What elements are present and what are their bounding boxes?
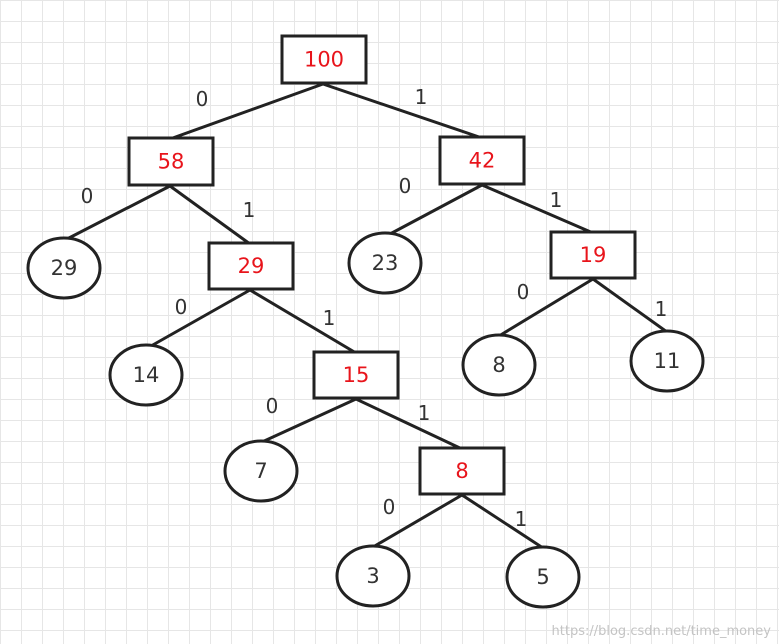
internal-node-box	[207, 241, 295, 291]
leaf-node-ellipse	[335, 544, 411, 608]
leaf-node-value: 8	[492, 353, 505, 377]
edge-label-n58-l29: 0	[81, 184, 94, 208]
leaf-node-value: 5	[536, 565, 549, 589]
edge-n58-l29	[65, 184, 172, 241]
internal-node-value: 19	[580, 243, 607, 267]
leaf-node-l29: 29	[26, 236, 102, 300]
internal-node-box	[418, 446, 506, 496]
internal-node-value: 100	[304, 48, 344, 72]
edge-label-n42-l23: 0	[399, 174, 412, 198]
leaf-node-ellipse	[223, 439, 299, 503]
edge-label-n29i-l14: 0	[175, 295, 188, 319]
edge-n19-l11	[591, 277, 669, 334]
edges-layer	[65, 82, 669, 550]
edge-n100-n42	[321, 82, 484, 140]
edge-n19-l8	[497, 277, 595, 338]
edge-n42-l23	[388, 183, 484, 236]
internal-node-value: 42	[469, 149, 496, 173]
edge-n42-n19	[480, 183, 595, 235]
leaf-node-l11: 11	[629, 329, 705, 393]
leaf-node-l3: 3	[335, 544, 411, 608]
leaf-node-value: 7	[254, 459, 267, 483]
leaf-node-ellipse	[108, 343, 184, 407]
leaf-node-ellipse	[505, 545, 581, 609]
edge-n29i-n15	[248, 288, 358, 355]
internal-node-box	[549, 230, 637, 280]
leaf-node-l23: 23	[347, 231, 423, 295]
internal-node-n42: 42	[438, 135, 526, 186]
edge-label-n100-n58: 0	[196, 87, 209, 111]
edge-label-n15-l7: 0	[266, 394, 279, 418]
internal-node-value: 58	[158, 150, 185, 174]
internal-node-n19: 19	[549, 230, 637, 280]
internal-node-n15: 15	[312, 350, 400, 400]
leaf-node-value: 11	[654, 349, 681, 373]
leaf-node-l14: 14	[108, 343, 184, 407]
edge-label-n100-n42: 1	[415, 85, 428, 109]
internal-node-value: 29	[238, 254, 265, 278]
edge-label-n19-l8: 0	[517, 280, 530, 304]
edge-n8i-l5	[460, 493, 545, 550]
internal-node-n8i: 8	[418, 446, 506, 496]
edge-label-n58-n29i: 1	[243, 198, 256, 222]
internal-node-box	[312, 350, 400, 400]
internal-node-value: 8	[455, 459, 468, 483]
edge-labels-layer: 0 1 0 1 0 1 0 1 0 1 0 1 0 1	[81, 85, 668, 531]
leaf-node-value: 3	[366, 564, 379, 588]
internal-node-box	[280, 34, 368, 85]
internal-node-n29i: 29	[207, 241, 295, 291]
leaf-node-ellipse	[26, 236, 102, 300]
internal-node-box	[438, 135, 526, 186]
leaf-node-value: 14	[133, 363, 160, 387]
edge-label-n8i-l5: 1	[515, 507, 528, 531]
edge-label-n42-n19: 1	[550, 188, 563, 212]
leaf-node-ellipse	[461, 333, 537, 397]
edge-label-n19-l11: 1	[655, 297, 668, 321]
edge-n15-n8i	[354, 397, 464, 451]
edge-label-n8i-l3: 0	[383, 495, 396, 519]
internal-node-box	[127, 136, 215, 187]
internal-node-value: 15	[343, 363, 370, 387]
internal-node-n100: 100	[280, 34, 368, 85]
leaf-node-value: 29	[51, 256, 78, 280]
leaf-node-l5: 5	[505, 545, 581, 609]
edge-n8i-l3	[371, 493, 464, 549]
edge-label-n29i-n15: 1	[323, 306, 336, 330]
edge-label-n15-n8i: 1	[418, 401, 431, 425]
watermark: https://blog.csdn.net/time_money	[551, 624, 771, 639]
edge-n29i-l14	[149, 288, 252, 348]
leaf-node-value: 23	[372, 251, 399, 275]
edge-n100-n58	[168, 82, 325, 141]
leaf-node-ellipse	[629, 329, 705, 393]
leaf-node-ellipse	[347, 231, 423, 295]
leaf-node-l8: 8	[461, 333, 537, 397]
edge-n15-l7	[260, 397, 358, 444]
leaf-node-l7: 7	[223, 439, 299, 503]
internal-node-n58: 58	[127, 136, 215, 187]
edge-n58-n29i	[168, 184, 252, 246]
